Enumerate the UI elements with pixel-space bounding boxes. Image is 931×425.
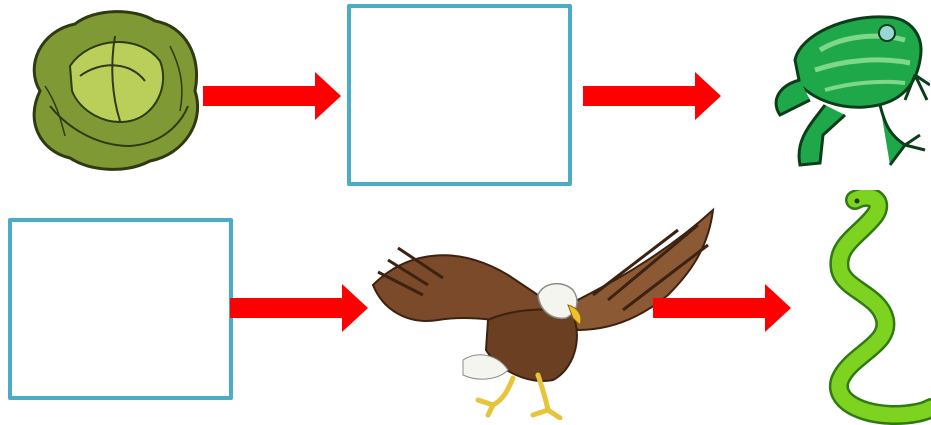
answer-box-top[interactable] (347, 4, 572, 186)
cabbage-icon (20, 6, 205, 171)
arrow-box-to-frog (583, 72, 723, 120)
arrow-cabbage-to-box (203, 72, 343, 120)
arrow-box-to-eagle (230, 284, 370, 332)
frog-icon (765, 5, 930, 173)
snake-icon (815, 190, 931, 425)
answer-box-bottom[interactable] (8, 218, 233, 400)
arrow-eagle-to-snake (653, 284, 793, 332)
